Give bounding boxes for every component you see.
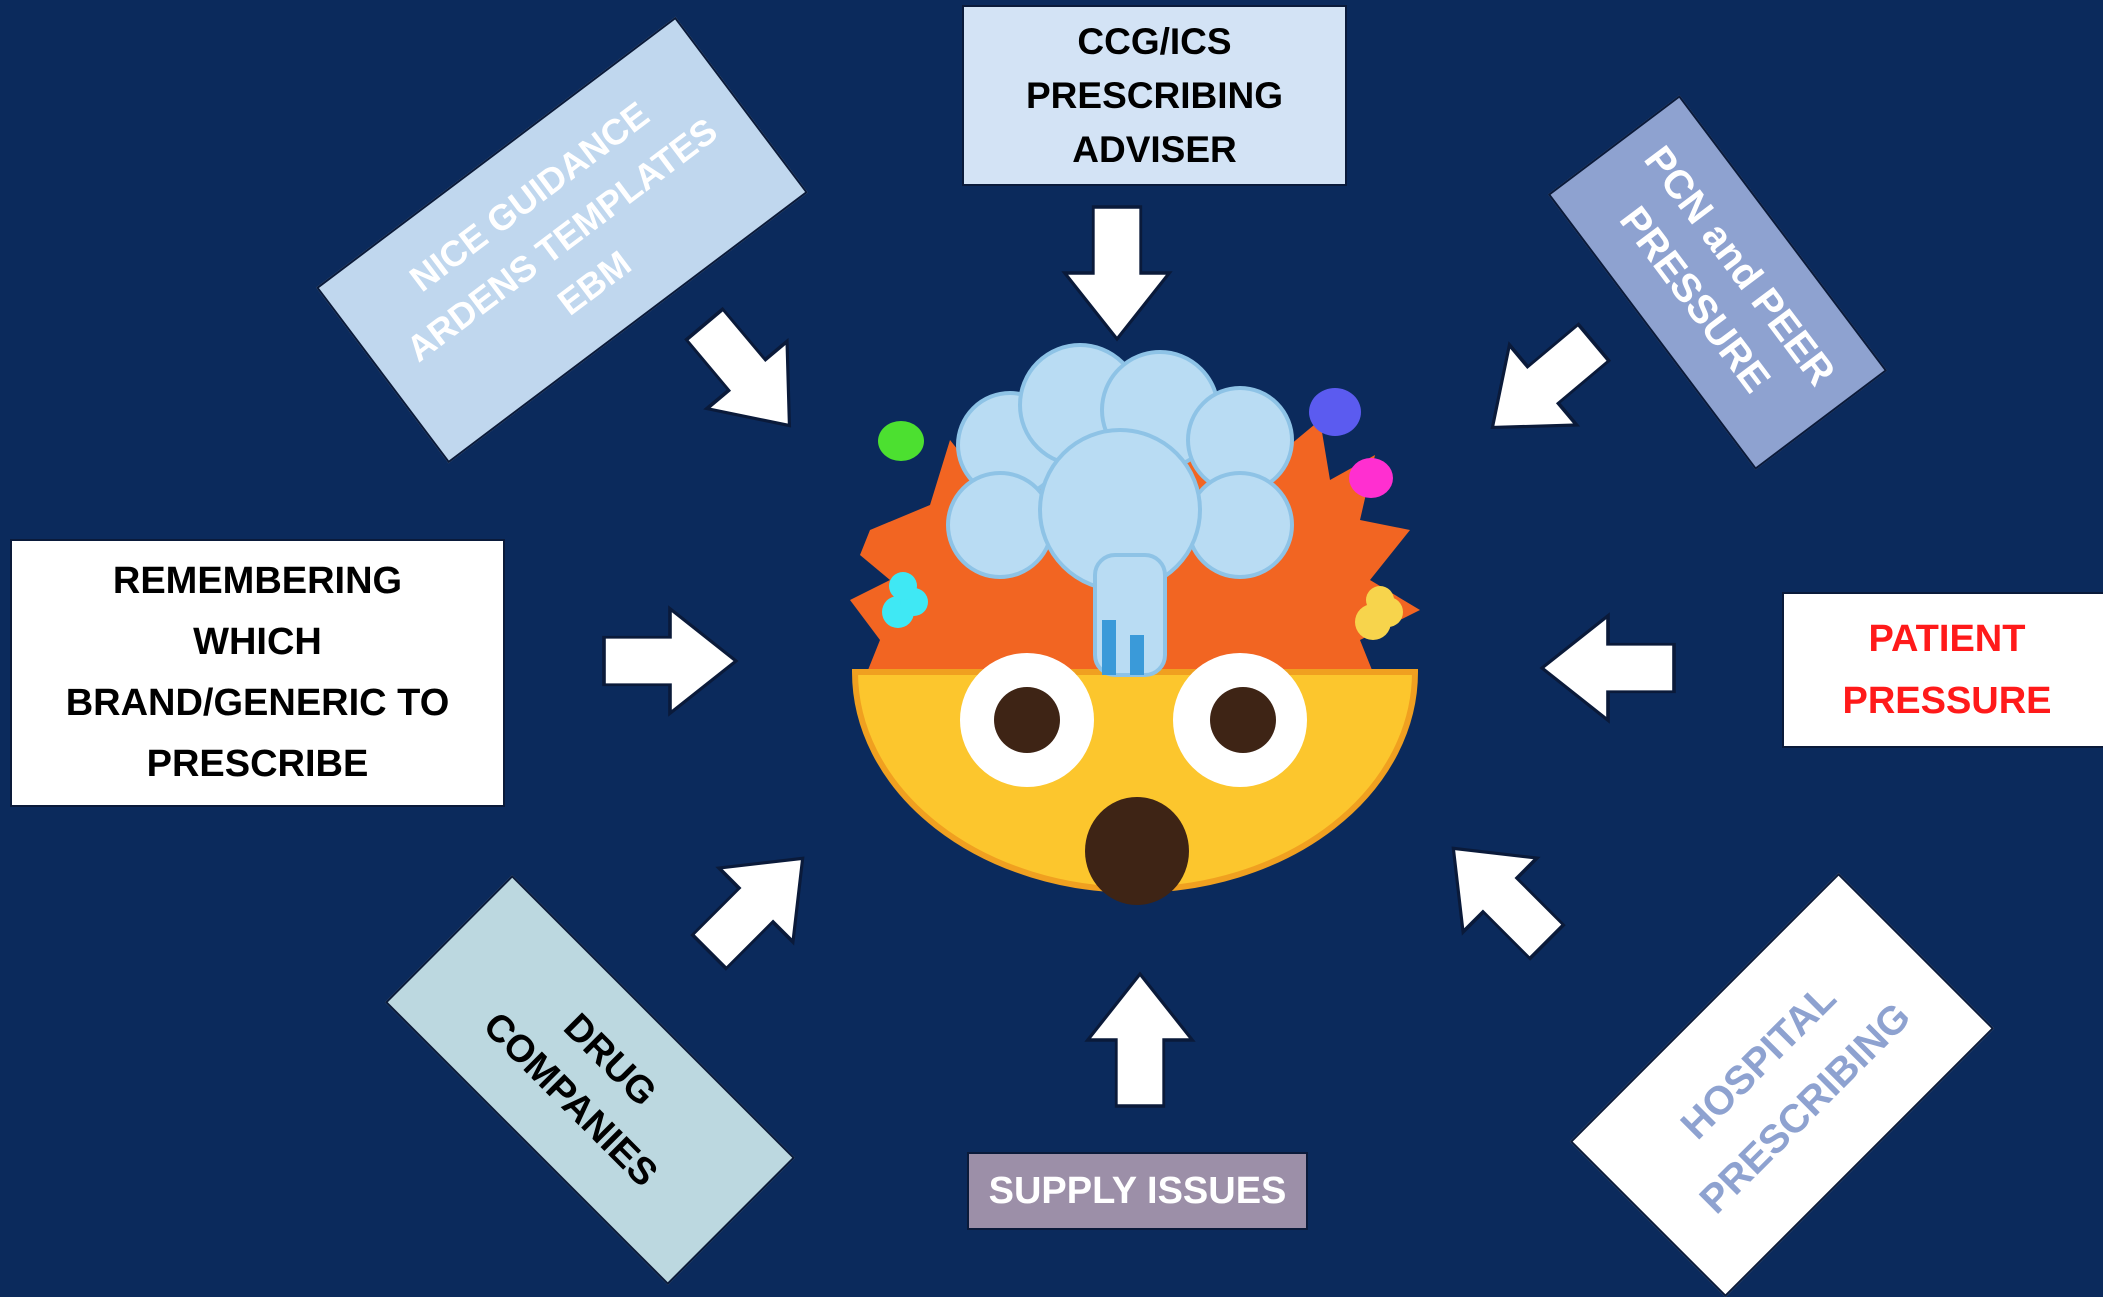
arrow-icon-from-bottom	[1085, 972, 1195, 1108]
arrow-icon-from-left	[602, 606, 738, 716]
ccg-line-1: CCG/ICS	[1077, 20, 1232, 62]
ccg-ics-adviser-box: CCG/ICS PRESCRIBING ADVISER	[962, 5, 1347, 186]
ccg-line-3: ADVISER	[1072, 128, 1237, 170]
diagram-canvas	[602, 205, 1676, 1108]
remember-line-3: BRAND/GENERIC TO	[65, 682, 450, 724]
cloud	[946, 343, 1294, 677]
supply-line-1: SUPPLY ISSUES	[988, 1169, 1287, 1212]
patient-line-1: PATIENT	[1868, 618, 2026, 660]
remember-line-2: WHICH	[193, 621, 322, 663]
patient-pressure-box: PATIENT PRESSURE	[1782, 592, 2103, 748]
mind-blown-emoji-icon	[850, 343, 1420, 905]
arrow-icon-from-bottom-left	[670, 819, 842, 991]
confetti-blue	[1309, 388, 1361, 436]
patient-line-2: PRESSURE	[1842, 680, 2052, 722]
arrow-icon-from-right	[1540, 613, 1676, 723]
arrow-icon-from-top-left	[662, 289, 832, 461]
mouth	[1085, 797, 1189, 905]
confetti-cyan	[882, 572, 928, 628]
arrow-icon-from-top-right	[1457, 300, 1629, 470]
remember-line-1: REMEMBERING	[112, 560, 403, 602]
arrow-icon-from-top	[1062, 205, 1172, 341]
confetti-magenta	[1349, 458, 1393, 498]
remember-line-4: PRESCRIBE	[146, 743, 369, 785]
confetti-green	[878, 421, 924, 461]
supply-issues-box: SUPPLY ISSUES	[967, 1152, 1308, 1230]
remembering-brand-box: REMEMBERING WHICH BRAND/GENERIC TO PRESC…	[10, 539, 505, 807]
confetti-yellow	[1355, 586, 1403, 640]
arrow-icon-from-bottom-right	[1414, 809, 1586, 981]
ccg-line-2: PRESCRIBING	[1026, 74, 1283, 116]
